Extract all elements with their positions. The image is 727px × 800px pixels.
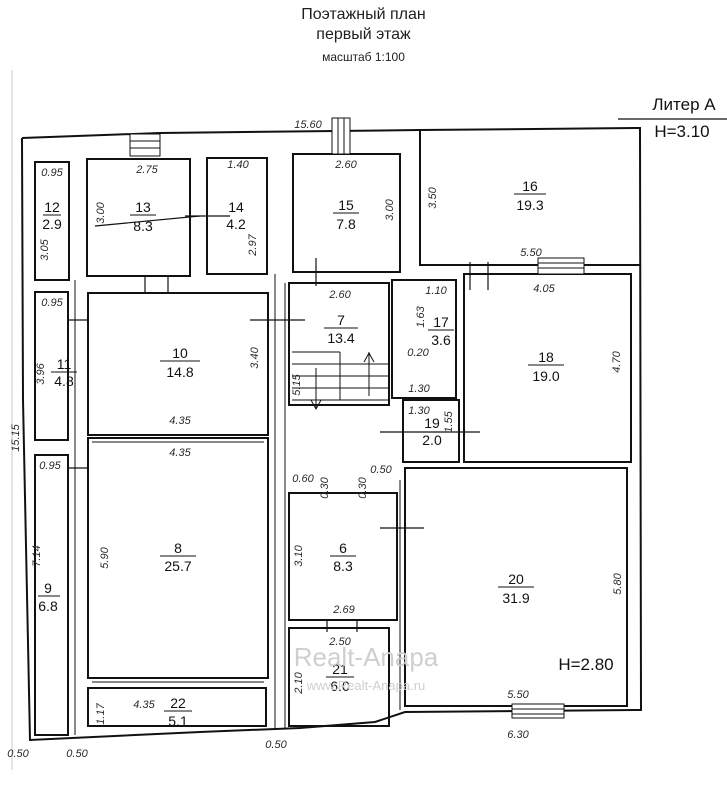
dim-room6-height: 3.10: [293, 544, 305, 566]
dim-room18-height: 4.70: [611, 350, 623, 372]
dim-room14-width: 1.40: [227, 159, 249, 171]
dim-room20-height: 5.80: [612, 572, 624, 594]
room-11-area: 4.8: [54, 373, 74, 389]
dim-room12-height: 3.05: [39, 238, 51, 260]
dim-room22-width: 4.35: [133, 699, 155, 711]
plan-subtitle: первый этаж: [316, 26, 411, 43]
dim-room11-height: 3.96: [35, 362, 47, 384]
room-19-area: 2.0: [422, 432, 442, 448]
room-8-number: 8: [174, 540, 182, 556]
dim-room16-width: 5.50: [520, 247, 542, 259]
dim-room15-width: 2.60: [334, 159, 357, 171]
room-18-area: 19.0: [532, 368, 559, 384]
dim-room16-height: 3.50: [427, 186, 439, 208]
room-21-number: 21: [332, 661, 348, 677]
room-15-area: 7.8: [336, 216, 356, 232]
room-8-area: 25.7: [164, 558, 191, 574]
dim-room22-height: 1.17: [95, 702, 107, 724]
dim-room14-height: 2.97: [247, 233, 259, 256]
room-16-number: 16: [522, 178, 538, 194]
room-16-area: 19.3: [516, 197, 543, 213]
room-20-number: 20: [508, 571, 524, 587]
room-9-area: 6.8: [38, 598, 58, 614]
room-17-area: 3.6: [431, 332, 451, 348]
dim-room18-width: 4.05: [533, 283, 555, 295]
dim-room10-width: 4.35: [169, 415, 191, 427]
dim-bottom-050-c: 0.50: [265, 739, 287, 751]
liter-height: H=3.10: [654, 122, 709, 141]
room-22-number: 22: [170, 695, 186, 711]
room-19-number: 19: [424, 415, 440, 431]
walls: [21, 126, 643, 742]
dim-room17-bottom: 0.20: [407, 347, 429, 359]
wall-inner-lines: [74, 274, 401, 735]
room-12-area: 2.9: [42, 216, 62, 232]
stairs: [292, 351, 388, 411]
dim-room21-height: 2.10: [293, 671, 305, 694]
room-10-number: 10: [172, 345, 188, 361]
room-21-area: 6.0: [330, 678, 350, 694]
room-13-number: 13: [135, 199, 151, 215]
dim-room19-b: 1.30: [408, 405, 430, 417]
dim-room17-width: 1.10: [425, 285, 447, 297]
room-7-area: 13.4: [327, 330, 354, 346]
dim-room9-width: 0.95: [39, 460, 61, 472]
dim-corridor-060: 0.60: [292, 473, 314, 485]
dim-left-side: 15.15: [10, 423, 22, 451]
dim-corridor-030-b: 0.30: [357, 476, 369, 498]
room-14-number: 14: [228, 199, 244, 215]
dim-room20-width: 5.50: [507, 689, 529, 701]
dim-room21-width: 2.50: [328, 636, 351, 648]
dim-room6-width: 2.69: [332, 604, 354, 616]
room-13-area: 8.3: [133, 218, 153, 234]
room-17-number: 17: [433, 314, 449, 330]
room-22-area: 5.1: [168, 713, 188, 729]
plan-title: Поэтажный план: [301, 6, 426, 23]
windows: [129, 117, 585, 719]
dim-stairs: 5.15: [291, 373, 303, 395]
dim-room15-height: 3.00: [384, 198, 396, 220]
room-11-number: 11: [57, 356, 72, 372]
dim-room19-c: 1.55: [443, 410, 455, 432]
dim-top-total: 15.60: [294, 119, 322, 131]
room-20-height: H=2.80: [558, 655, 613, 674]
dim-room11-width: 0.95: [41, 297, 63, 309]
room-7-number: 7: [337, 312, 345, 328]
room-9-number: 9: [44, 580, 52, 596]
dimension-labels: 15.60 2.75 1.40 2.60 0.95 3.05 3.00 2.97…: [7, 119, 624, 760]
dim-room19-a: 1.30: [408, 383, 430, 395]
dim-room8-width: 4.35: [169, 447, 191, 459]
room-12-number: 12: [44, 199, 60, 215]
dim-room9-height: 7.14: [31, 545, 43, 566]
doors: [68, 215, 489, 632]
watermark-url: www.Realt-Anapa.ru: [306, 678, 426, 693]
dim-bottom-050-a: 0.50: [7, 748, 29, 760]
room-labels: 12 2.9 13 8.3 14 4.2 15 7.8 16 19.3 11 4…: [38, 178, 614, 729]
room-20-area: 31.9: [502, 590, 529, 606]
dim-bottom-050-b: 0.50: [66, 748, 88, 760]
room-6-area: 8.3: [333, 558, 353, 574]
watermark-brand: Realt-Anapa: [294, 642, 439, 672]
dim-corridor-050: 0.50: [370, 464, 392, 476]
liter-label: Литер А: [652, 95, 716, 114]
room-10-area: 14.8: [166, 364, 193, 380]
dim-room10-height: 3.40: [249, 346, 261, 368]
room-6-number: 6: [339, 540, 347, 556]
dim-room8-height: 5.90: [99, 546, 111, 568]
dim-room7-width: 2.60: [328, 289, 351, 301]
dim-corridor-030-a: 0.30: [319, 476, 331, 498]
dim-room17-height: 1.63: [415, 305, 427, 327]
dim-bottom-630: 6.30: [507, 729, 529, 741]
plan-scale: масштаб 1:100: [322, 50, 405, 64]
dim-room13-width: 2.75: [135, 164, 158, 176]
dim-room13-height: 3.00: [95, 201, 107, 223]
room-14-area: 4.2: [226, 216, 246, 232]
room-15-number: 15: [338, 197, 354, 213]
room-18-number: 18: [538, 349, 554, 365]
dim-room12-width: 0.95: [41, 167, 63, 179]
